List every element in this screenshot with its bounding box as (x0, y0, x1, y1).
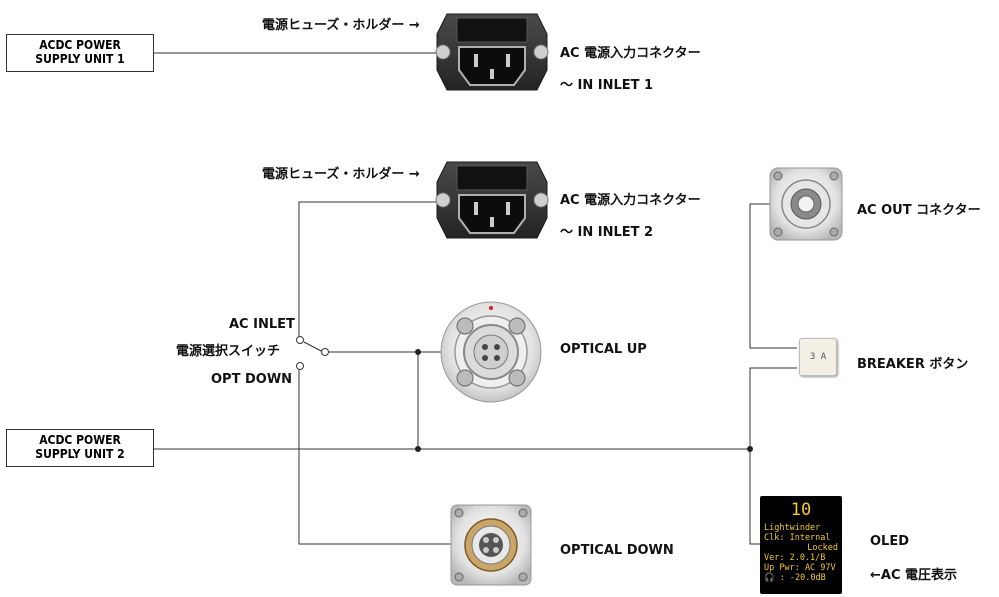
inlet-1-connector-label: AC 電源入力コネクター (560, 46, 701, 61)
breaker-button[interactable]: 3 A (799, 338, 837, 376)
oled-display: 10 Lightwinder Clk: Internal Locked Ver:… (760, 496, 842, 594)
switch-contacts (296, 336, 329, 370)
psu-1-line2: SUPPLY UNIT 1 (35, 52, 125, 66)
oled-line-1: Lightwinder (764, 523, 821, 533)
junction-dots (415, 349, 753, 452)
ac-inlet-2-connector (435, 161, 549, 239)
ac-out-connector (769, 167, 843, 241)
oled-big-number: 10 (790, 500, 812, 520)
psu-1-box: ACDC POWER SUPPLY UNIT 1 (6, 34, 154, 72)
oled-label: OLED (870, 534, 910, 549)
ac-inlet-1-connector (435, 13, 549, 91)
optical-down-connector (450, 504, 532, 586)
oled-line-3: Locked (807, 543, 838, 553)
psu-1-line1: ACDC POWER (39, 38, 121, 52)
oled-note-label: ←AC 電圧表示 (870, 568, 958, 583)
psu-2-line1: ACDC POWER (39, 433, 121, 447)
oled-line-2: Clk: Internal (764, 533, 831, 543)
oled-line-4: Ver: 2.0.1/B (764, 553, 826, 563)
inlet-2-name-label: 〜 IN INLET 2 (560, 225, 654, 240)
optical-up-label: OPTICAL UP (560, 342, 647, 357)
inlet-1-fuse-label: 電源ヒューズ・ホルダー → (262, 18, 420, 33)
breaker-label: BREAKER ボタン (857, 357, 969, 372)
ac-out-label: AC OUT コネクター (857, 203, 981, 218)
wires (154, 52, 797, 545)
inlet-2-fuse-label: 電源ヒューズ・ホルダー → (262, 167, 420, 182)
optical-down-label: OPTICAL DOWN (560, 543, 674, 558)
switch-label-opt-down: OPT DOWN (211, 372, 293, 387)
optical-up-connector (440, 301, 542, 403)
oled-line-5: Up Pwr: AC 97V (764, 563, 836, 573)
oled-line-6: 🎧 : -20.0dB (764, 573, 826, 583)
switch-label-select: 電源選択スイッチ (176, 344, 281, 359)
inlet-1-name-label: 〜 IN INLET 1 (560, 78, 654, 93)
inlet-2-connector-label: AC 電源入力コネクター (560, 193, 701, 208)
psu-2-line2: SUPPLY UNIT 2 (35, 447, 125, 461)
psu-2-box: ACDC POWER SUPPLY UNIT 2 (6, 429, 154, 467)
switch-label-ac-inlet: AC INLET (229, 317, 295, 332)
